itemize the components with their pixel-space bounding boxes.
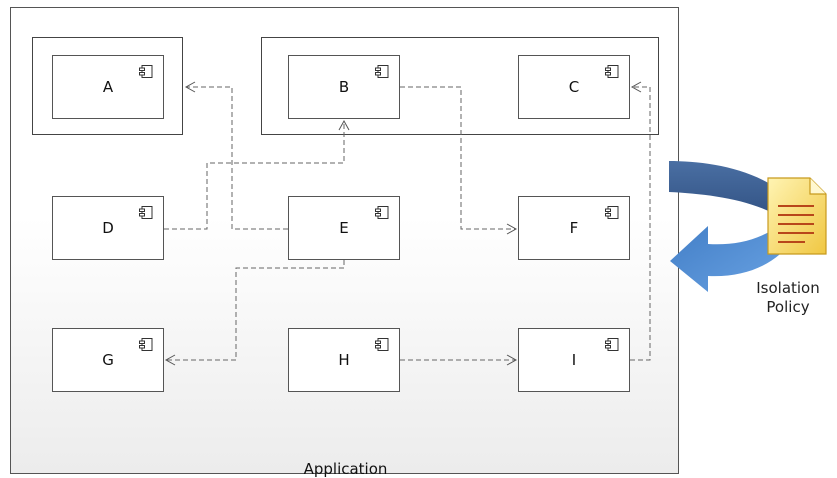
component-e-label: E xyxy=(339,219,349,237)
component-h-label: H xyxy=(338,351,350,369)
component-a[interactable]: A xyxy=(52,55,164,119)
dependency-d-to-b xyxy=(164,119,350,230)
dependency-b-to-f xyxy=(400,86,518,235)
component-f-label: F xyxy=(569,219,579,237)
isolation-policy-label: Isolation Policy xyxy=(756,279,820,316)
component-icon xyxy=(139,338,153,351)
component-b[interactable]: B xyxy=(288,55,400,119)
component-c[interactable]: C xyxy=(518,55,630,119)
component-icon xyxy=(605,65,619,78)
document-icon xyxy=(767,177,827,255)
component-icon xyxy=(375,338,389,351)
component-h[interactable]: H xyxy=(288,328,400,392)
dependency-i-to-c xyxy=(630,81,651,361)
dependency-e-to-g xyxy=(164,260,345,366)
component-i-label: I xyxy=(571,351,577,369)
component-icon xyxy=(375,206,389,219)
component-icon xyxy=(605,338,619,351)
component-d-label: D xyxy=(102,219,114,237)
component-icon xyxy=(375,65,389,78)
component-i[interactable]: I xyxy=(518,328,630,392)
component-icon xyxy=(139,206,153,219)
application-label: Application xyxy=(303,460,388,478)
dependency-e-to-a xyxy=(184,81,288,230)
component-g-label: G xyxy=(102,351,114,369)
component-g[interactable]: G xyxy=(52,328,164,392)
component-e[interactable]: E xyxy=(288,196,400,260)
component-d[interactable]: D xyxy=(52,196,164,260)
component-c-label: C xyxy=(568,78,580,96)
component-f[interactable]: F xyxy=(518,196,630,260)
component-a-label: A xyxy=(102,78,114,96)
component-icon xyxy=(605,206,619,219)
curved-arrow-icon xyxy=(669,161,795,292)
component-b-label: B xyxy=(338,78,350,96)
component-icon xyxy=(139,65,153,78)
